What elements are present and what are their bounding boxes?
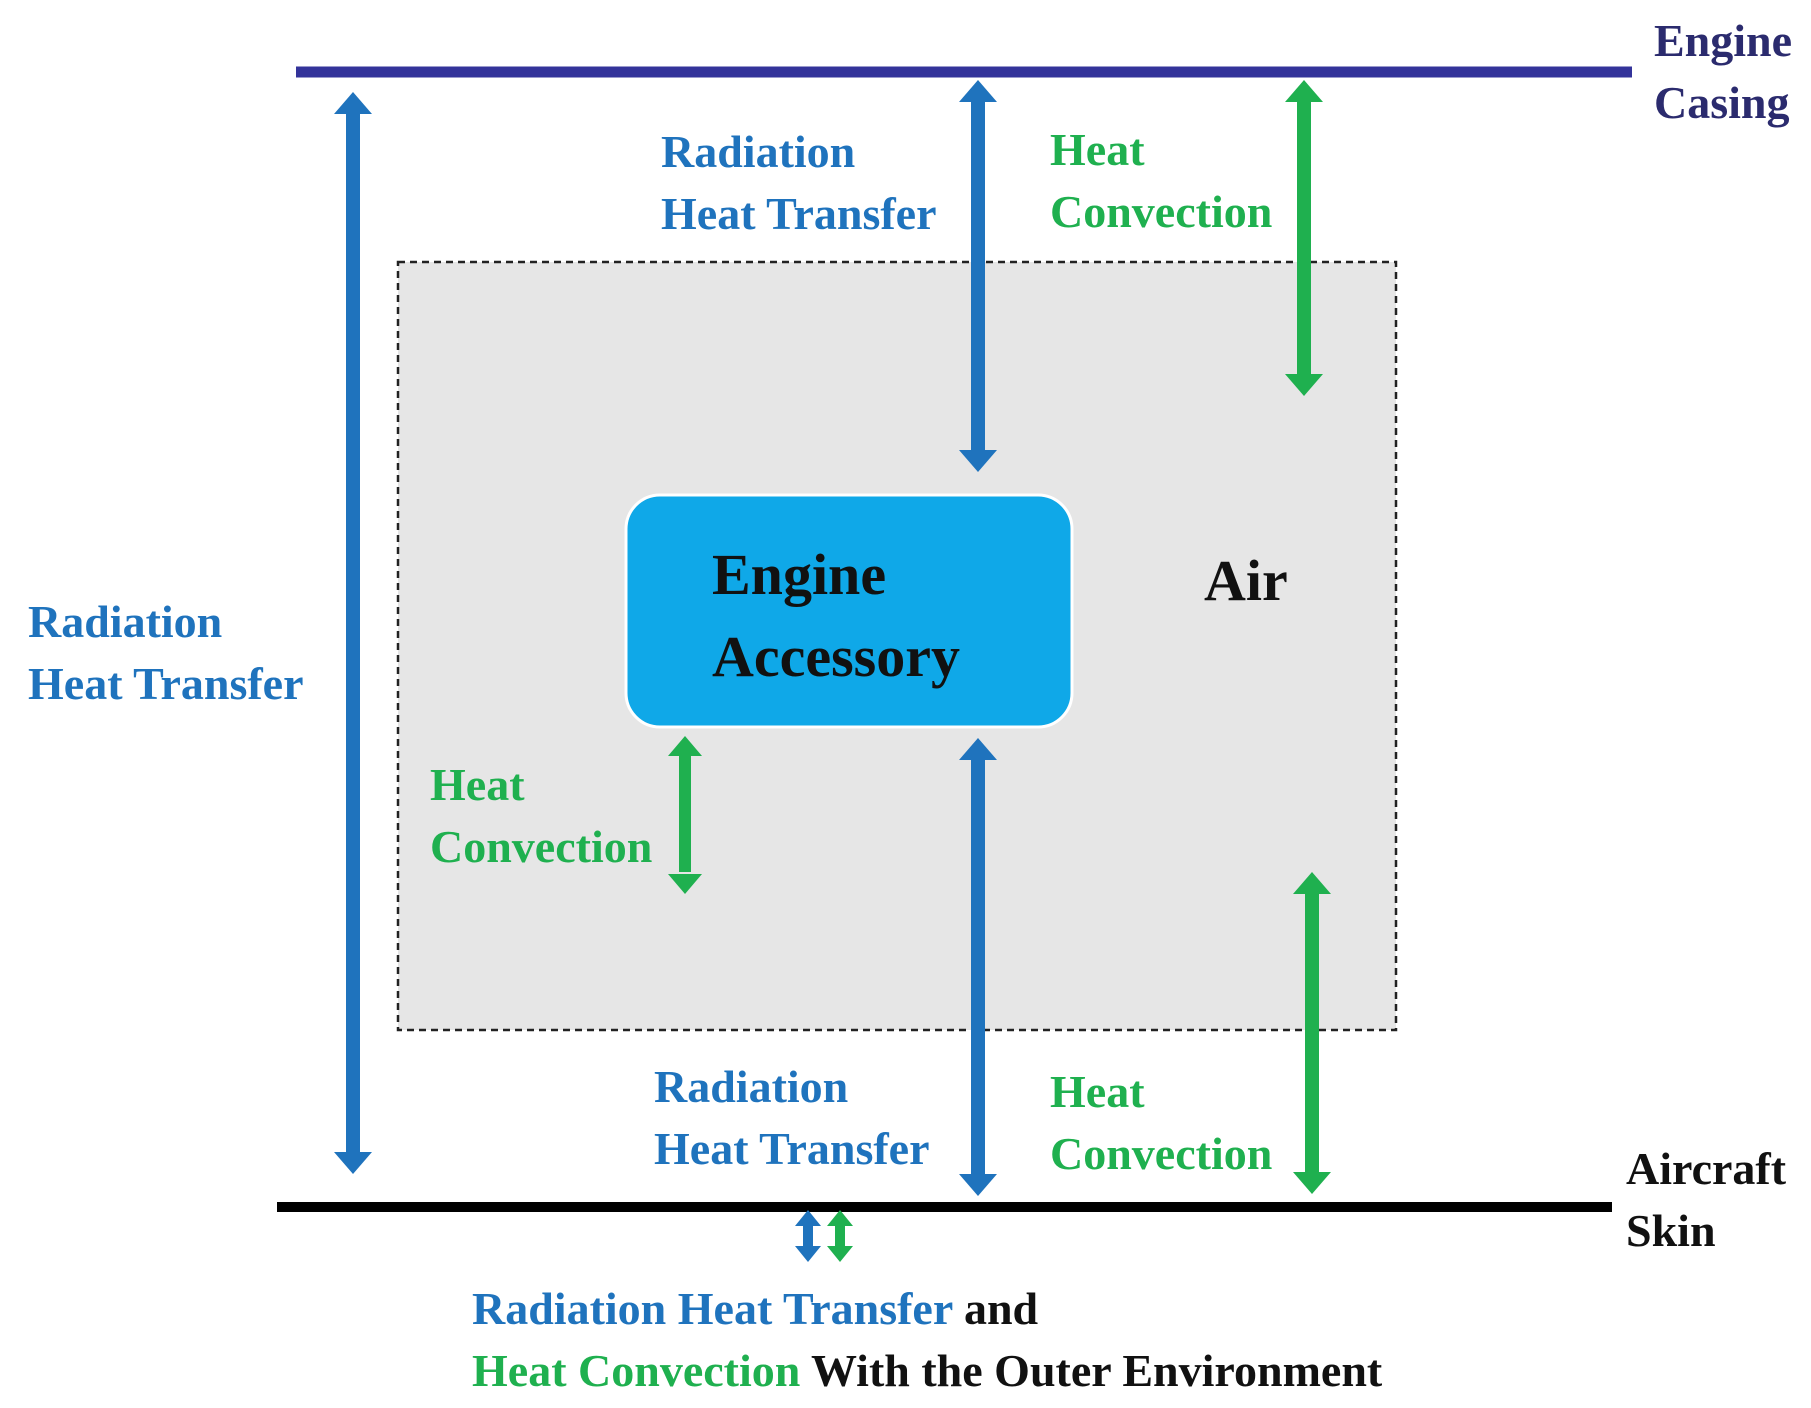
top-radiation-line1: Radiation — [661, 126, 856, 177]
radiation-arrow-bottom — [959, 738, 997, 1196]
left-radiation-label: Radiation Heat Transfer — [28, 591, 304, 715]
outer-radiation-arrow — [795, 1210, 821, 1262]
bottom-convection-label: Heat Convection — [1050, 1061, 1272, 1185]
bottom-convection-line2: Convection — [1050, 1128, 1273, 1179]
outer-convection-text: Heat Convection — [472, 1345, 801, 1396]
left-radiation-line1: Radiation — [28, 596, 223, 647]
top-convection-line2: Convection — [1050, 186, 1273, 237]
radiation-arrow-top — [959, 80, 997, 472]
bottom-radiation-line2: Heat Transfer — [654, 1123, 930, 1174]
inner-convection-label: Heat Convection — [430, 754, 652, 878]
aircraft-skin-label: Aircraft Skin — [1626, 1138, 1786, 1262]
outer-radiation-text: Radiation Heat Transfer — [472, 1283, 953, 1334]
top-radiation-line2: Heat Transfer — [661, 188, 937, 239]
top-convection-label: Heat Convection — [1050, 119, 1272, 243]
bottom-radiation-line1: Radiation — [654, 1061, 849, 1112]
left-radiation-line2: Heat Transfer — [28, 658, 304, 709]
engine-accessory-line2: Accessory — [712, 624, 961, 689]
engine-casing-line1: Engine — [1654, 15, 1793, 66]
aircraft-skin-line1: Aircraft — [1626, 1143, 1787, 1194]
engine-casing-line2: Casing — [1654, 77, 1790, 128]
outer-caption-line2: Heat Convection With the Outer Environme… — [472, 1340, 1382, 1402]
bottom-radiation-label: Radiation Heat Transfer — [654, 1056, 930, 1180]
engine-accessory-line1: Engine — [712, 542, 887, 607]
engine-casing-label: Engine Casing — [1654, 10, 1792, 134]
air-label-text: Air — [1204, 548, 1288, 613]
outer-rest-text: With the Outer Environment — [811, 1345, 1383, 1396]
outer-caption-line1: Radiation Heat Transfer and — [472, 1278, 1382, 1340]
bottom-convection-line1: Heat — [1050, 1066, 1145, 1117]
top-radiation-label: Radiation Heat Transfer — [661, 121, 937, 245]
convection-arrow-top — [1285, 80, 1323, 396]
engine-accessory-box — [624, 493, 1074, 729]
convection-arrow-inner — [668, 736, 702, 894]
aircraft-skin-line2: Skin — [1626, 1205, 1716, 1256]
inner-convection-line1: Heat — [430, 759, 525, 810]
inner-convection-line2: Convection — [430, 821, 653, 872]
outer-environment-caption: Radiation Heat Transfer and Heat Convect… — [472, 1278, 1382, 1402]
top-convection-line1: Heat — [1050, 124, 1145, 175]
air-label: Air — [1204, 540, 1288, 622]
outer-convection-arrow — [827, 1210, 853, 1262]
radiation-arrow-left — [334, 92, 372, 1174]
convection-arrow-bottom — [1293, 872, 1331, 1194]
engine-accessory-label: Engine Accessory — [712, 534, 960, 698]
outer-and-text: and — [963, 1283, 1039, 1334]
